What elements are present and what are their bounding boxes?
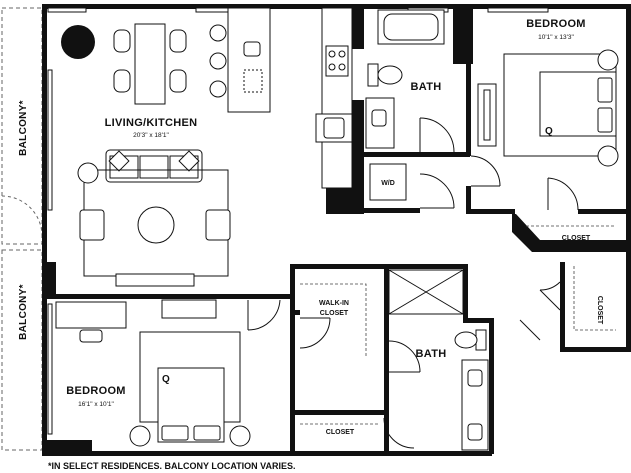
bedroom1-dims: 10'1" x 13'3"	[538, 34, 574, 41]
balcony-top-label: BALCONY*	[18, 100, 29, 156]
bedroom1-label: BEDROOM	[526, 18, 586, 30]
footnote: *IN SELECT RESIDENCES. BALCONY LOCATION …	[48, 461, 296, 471]
bedroom2-label: BEDROOM	[66, 385, 126, 397]
bed2-size-label: Q	[162, 374, 170, 385]
closet-bed1-label: CLOSET	[562, 235, 591, 242]
dining-set	[113, 23, 187, 105]
bathtub	[377, 9, 445, 45]
walkin-label-2: CLOSET	[320, 310, 349, 317]
kitchen-island	[227, 7, 271, 113]
balcony-bottom-label: BALCONY*	[18, 284, 29, 340]
toilet-1	[367, 63, 403, 87]
balcony-bottom	[1, 249, 43, 451]
living-dims: 20'3" x 18'1"	[133, 132, 169, 139]
desk	[55, 301, 127, 343]
bed1-nightstands	[597, 49, 619, 167]
bed-1	[539, 71, 617, 137]
walkin-label-1: WALK-IN	[319, 300, 349, 307]
kitchen-counter	[315, 7, 353, 189]
bed2-nightstands	[129, 425, 251, 447]
sofa	[105, 149, 203, 183]
closet-hall-label: CLOSET	[596, 296, 603, 325]
closet-bed2-label: CLOSET	[326, 429, 355, 436]
bath1-label: BATH	[411, 81, 442, 93]
vanity-2	[461, 359, 489, 451]
floor-lamp-icon	[61, 25, 95, 59]
bed2-dresser	[161, 299, 217, 319]
bed1-size-label: Q	[545, 126, 553, 137]
closet-shelves	[300, 225, 616, 425]
living-label: LIVING/KITCHEN	[105, 117, 198, 129]
coffee-table	[137, 206, 175, 244]
side-table	[77, 162, 99, 184]
walls	[42, 4, 631, 456]
doors	[247, 117, 579, 449]
bed-2	[157, 367, 225, 443]
bedroom2-dims: 16'1" x 10'1"	[78, 401, 114, 408]
shower	[388, 269, 464, 315]
bath2-label: BATH	[416, 348, 447, 360]
island-stools	[209, 24, 227, 98]
wd-label: W/D	[381, 180, 395, 187]
bed1-dresser	[477, 83, 497, 147]
armchairs	[79, 209, 231, 241]
toilet-2	[454, 329, 487, 351]
tv-console	[115, 273, 195, 287]
washer-dryer	[369, 163, 407, 201]
vanity-1	[365, 97, 395, 149]
